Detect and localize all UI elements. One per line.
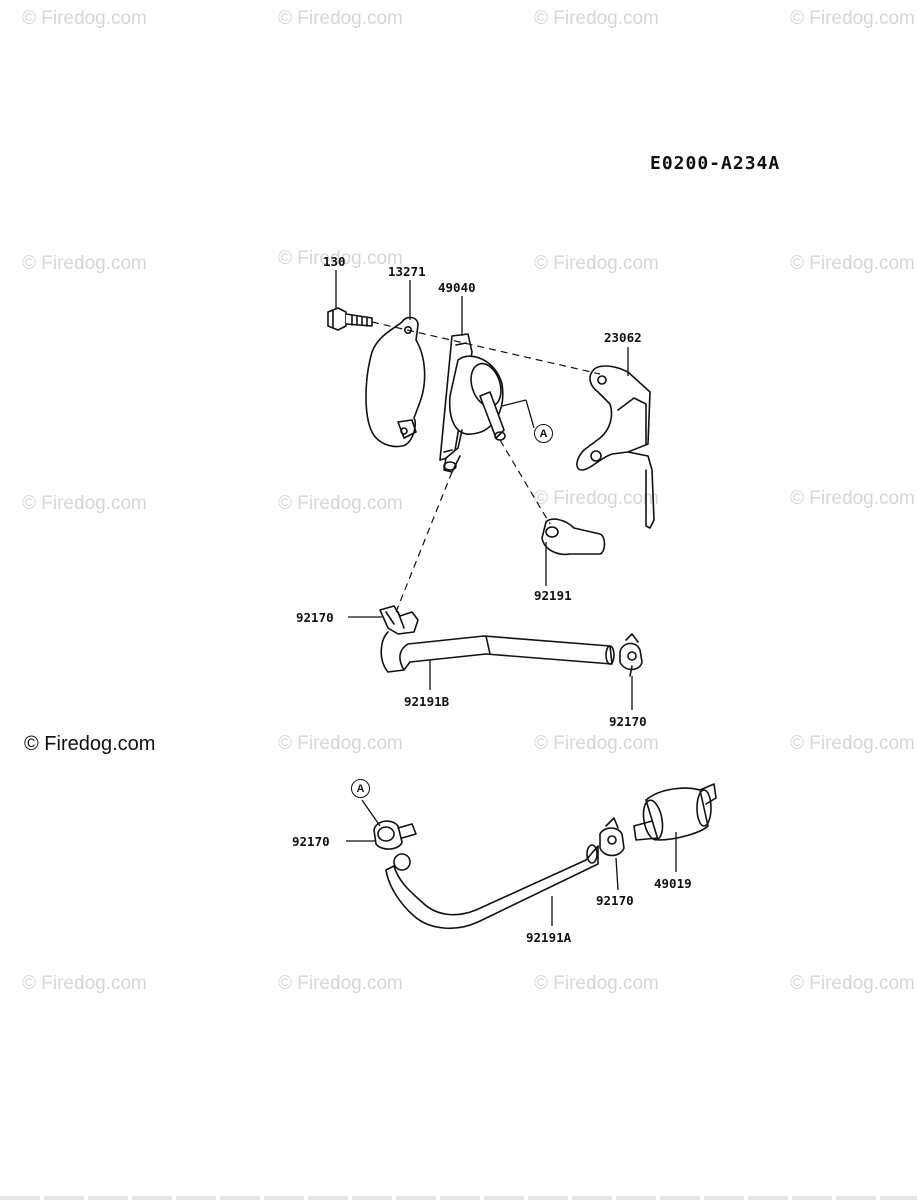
part-label-23062: 23062 — [604, 330, 642, 345]
leader-92170-d — [615, 857, 619, 891]
part-label-92170-lower-right: 92170 — [596, 893, 634, 908]
part-label-49040: 49040 — [438, 280, 476, 295]
part-label-13271: 13271 — [388, 264, 426, 279]
watermark: © Firedog.com — [278, 733, 403, 754]
callout-a-lower: A — [351, 779, 370, 798]
watermark: © Firedog.com — [22, 973, 147, 994]
watermark-prominent: © Firedog.com — [24, 733, 156, 755]
leader-callout-a-upper — [501, 399, 527, 407]
watermark: © Firedog.com — [534, 733, 659, 754]
part-label-92191B: 92191B — [404, 694, 450, 709]
watermark: © Firedog.com — [534, 8, 659, 29]
leader-callout-a-upper-2 — [525, 399, 535, 429]
elbow-hose-92191 — [541, 518, 606, 556]
fuel-filter-49019 — [633, 783, 717, 841]
bolt-130 — [327, 307, 373, 331]
watermark: © Firedog.com — [534, 973, 659, 994]
watermark: © Firedog.com — [790, 253, 915, 274]
part-label-92191: 92191 — [534, 588, 572, 603]
dashed-bolt-axis — [371, 321, 601, 375]
watermark: © Firedog.com — [22, 253, 147, 274]
gasket-13271 — [365, 316, 426, 448]
clip-92170-upper-left — [379, 605, 419, 635]
watermark: © Firedog.com — [534, 488, 659, 509]
fuel-pump-49040 — [439, 333, 506, 473]
watermark: © Firedog.com — [22, 493, 147, 514]
watermark: © Firedog.com — [790, 733, 915, 754]
part-label-92170-upper-left: 92170 — [296, 610, 334, 625]
watermark: © Firedog.com — [278, 493, 403, 514]
part-label-92191A: 92191A — [526, 930, 572, 945]
watermark: © Firedog.com — [278, 248, 403, 269]
watermark: © Firedog.com — [278, 8, 403, 29]
bottom-border — [0, 1196, 917, 1200]
watermark: © Firedog.com — [534, 253, 659, 274]
bracket-23062 — [576, 365, 655, 529]
watermark: © Firedog.com — [278, 973, 403, 994]
dashed-pump-to-clip — [395, 471, 453, 613]
part-label-130: 130 — [323, 254, 346, 269]
clip-92170-lower-left — [373, 820, 417, 850]
part-label-92170-lower-left: 92170 — [292, 834, 330, 849]
diagram-code: E0200-A234A — [650, 153, 781, 174]
leader-callout-a-lower — [361, 799, 381, 827]
part-label-49019: 49019 — [654, 876, 692, 891]
clip-92170-lower-right — [599, 817, 625, 857]
watermark: © Firedog.com — [22, 8, 147, 29]
watermark: © Firedog.com — [790, 8, 915, 29]
clip-92170-right — [619, 633, 643, 677]
callout-a-upper: A — [534, 424, 553, 443]
hose-92191B — [380, 631, 615, 673]
part-label-92170-right: 92170 — [609, 714, 647, 729]
dashed-pump-to-elbow — [499, 439, 551, 525]
hose-92191A — [385, 844, 599, 930]
watermark: © Firedog.com — [790, 488, 915, 509]
watermark: © Firedog.com — [790, 973, 915, 994]
